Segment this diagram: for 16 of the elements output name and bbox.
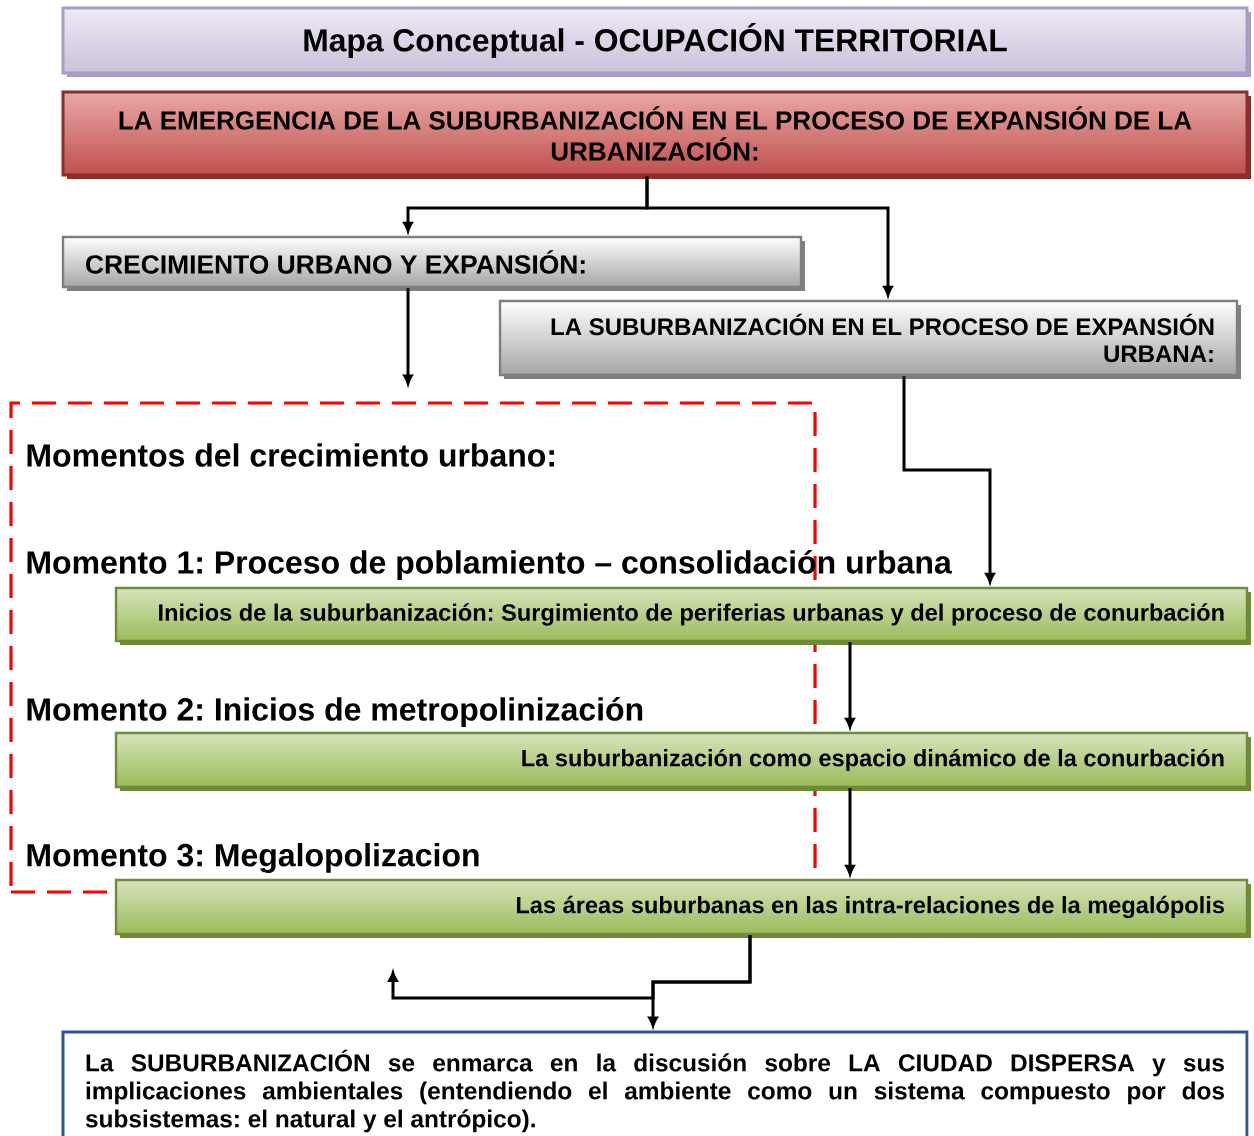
title-box: Mapa Conceptual - OCUPACIÓN TERRITORIAL <box>61 6 1251 77</box>
heading-box: LA EMERGENCIA DE LA SUBURBANIZACIÓN EN EL PROCESO DE EXPANSIÓN DE LA URBANIZACIÓN: <box>61 90 1251 179</box>
concept-box: LA SUBURBANIZACIÓN EN EL PROCESO DE EXPANSIÓN URBANA: <box>498 299 1241 379</box>
stage-heading: Momento 2: Inicios de metropolinización <box>27 696 643 728</box>
arrow <box>845 642 855 729</box>
arrow <box>845 788 855 876</box>
stage-box: La suburbanización como espacio dinámico de la conurbación <box>114 731 1251 791</box>
stage-box: Las áreas suburbanas en las intra-relaciones de la megalópolis <box>114 878 1251 938</box>
stage-heading: Momentos del crecimiento urbano: <box>27 443 554 467</box>
arrow <box>902 376 995 584</box>
arrow <box>645 176 893 297</box>
arrow <box>388 935 752 1000</box>
note-box: La SUBURBANIZACIÓN se enmarca en la discusión sobre LA CIUDAD DISPERSA y sus implicaciones ambientales (entendiendo el ambiente como un sistema compuesto por dos subsistemas: el natural y el antrópico). <box>61 1030 1249 1136</box>
stage-heading: Momento 3: Megalopolizacion <box>27 843 479 873</box>
stage-box: Inicios de la suburbanización: Surgimiento de periferias urbanas y del proceso de conurbación <box>114 586 1251 645</box>
concept-box: CRECIMIENTO URBANO Y EXPANSIÓN: <box>61 235 805 291</box>
